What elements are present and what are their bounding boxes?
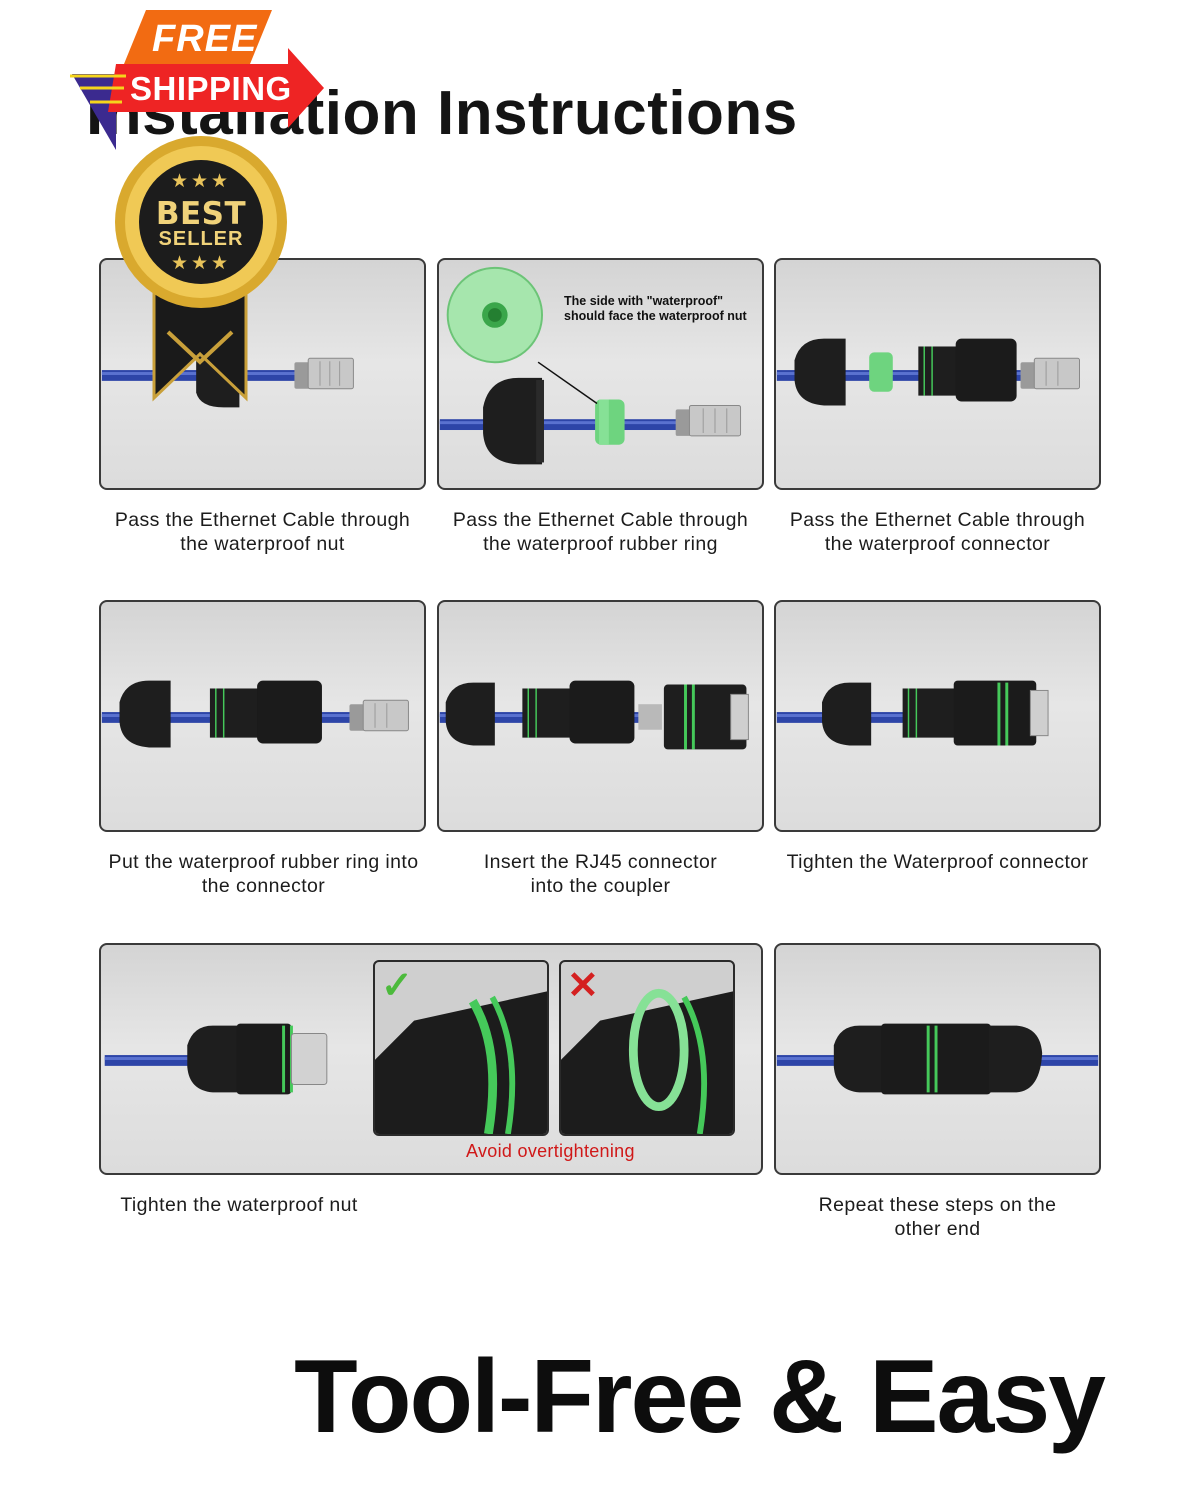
bottom-stars: ★★★	[170, 253, 232, 274]
step-4-image	[99, 600, 426, 832]
best-seller-badge: ★★★ BEST SELLER ★★★	[112, 136, 290, 402]
check-icon: ✓	[381, 965, 413, 1007]
step-6-caption: Tighten the Waterproof connector	[786, 851, 1089, 873]
step-5-caption: Insert the RJ45 connector into the coupl…	[483, 851, 718, 897]
step-5-image	[437, 600, 764, 832]
wrong-tightening-inset: ✕	[559, 960, 735, 1136]
step-3-image	[774, 258, 1101, 490]
step-8-image	[774, 943, 1101, 1175]
step-1-caption: Pass the Ethernet Cable through the wate…	[114, 509, 411, 555]
free-shipping-badge: FREE SHIPPING	[66, 4, 326, 154]
step-4-caption: Put the waterproof rubber ring into the …	[108, 851, 419, 897]
correct-tightening-inset: ✓	[373, 960, 549, 1136]
top-stars: ★★★	[170, 171, 232, 192]
shipping-text: SHIPPING	[130, 70, 292, 107]
step-3-caption: Pass the Ethernet Cable through the wate…	[789, 509, 1086, 555]
avoid-overtightening-label: Avoid overtightening	[466, 1141, 635, 1161]
step-2-image: The side with "waterproof" should face t…	[437, 258, 764, 490]
free-text: FREE	[152, 18, 258, 60]
ring-note: The side with "waterproof" should face t…	[564, 294, 747, 323]
best-text: BEST	[155, 196, 247, 232]
seller-text: SELLER	[158, 228, 244, 250]
step-8-caption: Repeat these steps on the other end	[818, 1194, 1057, 1240]
cross-icon: ✕	[567, 965, 599, 1007]
tagline: Tool-Free & Easy	[294, 1339, 1106, 1455]
step-7-caption: Tighten the waterproof nut	[120, 1194, 358, 1216]
step-6-image	[774, 600, 1101, 832]
step-2-caption: Pass the Ethernet Cable through the wate…	[452, 509, 749, 555]
